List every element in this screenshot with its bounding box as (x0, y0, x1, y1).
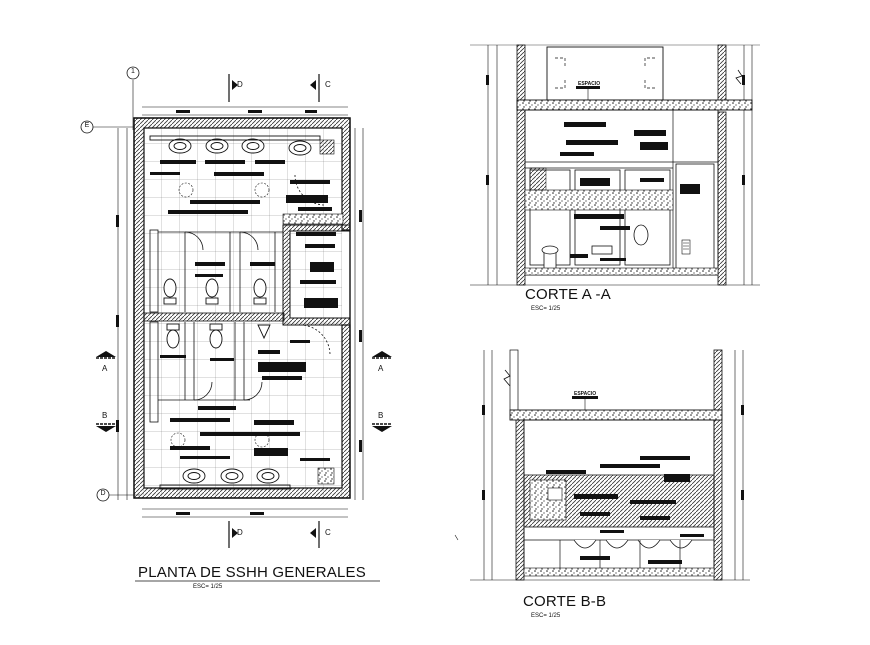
plan-interior-wall (282, 224, 351, 326)
bb-slab (509, 409, 723, 421)
section-label-d-bottom: D (237, 528, 243, 537)
section-marker-a-left (96, 351, 116, 359)
section-label-c-top: C (325, 80, 331, 89)
floor-plan (80, 66, 392, 582)
section-aa-scale: ESC= 1/25 (531, 306, 561, 312)
section-label-c-bottom: C (325, 528, 331, 537)
plan-title: PLANTA DE SSHH GENERALES (138, 564, 366, 581)
section-marker-b-left (96, 423, 116, 432)
section-bb-drawing (454, 349, 750, 581)
aa-slab (516, 99, 753, 111)
section-marker-b-right (372, 423, 392, 432)
section-aa-drawing (470, 44, 760, 286)
section-label-a-left: A (102, 364, 108, 373)
grid-label-e: E (84, 122, 90, 129)
section-label-b-left: B (102, 411, 108, 420)
section-bb-title: CORTE B-B (523, 593, 607, 610)
plan-scale: ESC= 1/25 (193, 584, 223, 590)
section-bb-note: ESPACIO (574, 391, 597, 397)
section-aa-title: CORTE A -A (525, 286, 611, 303)
section-marker-a-right (372, 351, 392, 359)
grid-bubble-d (96, 488, 110, 502)
grid-bubble-1 (126, 66, 140, 80)
grid-bubble-e (80, 120, 94, 134)
grid-label-d: D (100, 490, 106, 497)
section-label-a-right: A (378, 364, 384, 373)
grid-label-1: 1 (131, 68, 135, 75)
section-label-b-right: B (378, 411, 384, 420)
section-bb-scale: ESC= 1/25 (531, 613, 561, 619)
section-aa-note: ESPACIO (578, 81, 601, 87)
section-label-d-top: D (237, 80, 243, 89)
